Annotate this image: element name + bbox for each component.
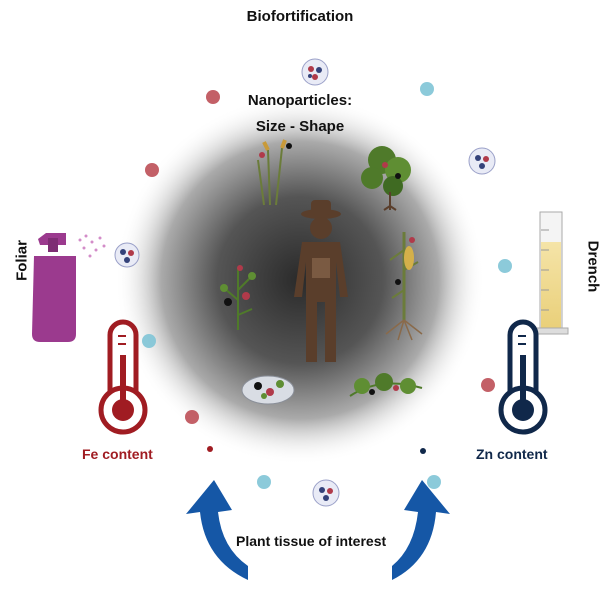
plant-tissue-label: Plant tissue of interest xyxy=(236,533,387,549)
fe-dot xyxy=(207,446,213,452)
curved-arrow-icon xyxy=(186,480,248,580)
plant-icon xyxy=(241,375,295,405)
nanoparticle-icon xyxy=(468,147,496,175)
center-label-line1: Nanoparticles: xyxy=(247,92,353,109)
farmer-icon xyxy=(294,200,348,362)
plant-icon xyxy=(257,139,292,206)
zn-particle xyxy=(498,259,512,273)
foliar-label: Foliar xyxy=(13,240,31,281)
fe-content-label: Fe content xyxy=(82,446,153,462)
plant-icon xyxy=(220,265,256,330)
drench-label: Drench xyxy=(584,240,600,293)
nanoparticles-ring xyxy=(114,58,512,507)
zn-particle xyxy=(142,334,156,348)
fe-particle xyxy=(206,90,220,104)
zn-particle xyxy=(420,82,434,96)
curved-arrow-icon xyxy=(392,480,450,580)
zn-dot xyxy=(420,448,426,454)
plant-icon xyxy=(349,373,423,397)
thermometer-icon xyxy=(98,319,148,435)
graduated-cylinder-icon xyxy=(533,211,569,335)
center-label-line2: Size - Shape xyxy=(255,118,345,135)
nanoparticle-icon xyxy=(114,242,140,268)
fe-particle xyxy=(481,378,495,392)
fe-particle xyxy=(145,163,159,177)
zn-particle xyxy=(257,475,271,489)
plant-icon xyxy=(361,146,411,211)
nanoparticle-icon xyxy=(301,58,329,86)
plant-icon xyxy=(385,232,423,341)
nanoparticle-icon xyxy=(312,479,340,507)
zn-particle xyxy=(427,475,441,489)
diagram-title: Biofortification xyxy=(246,8,354,25)
spray-bottle-icon xyxy=(32,233,106,342)
fe-particle xyxy=(185,410,199,424)
zn-content-label: Zn content xyxy=(476,446,548,462)
thermometer-icon xyxy=(498,319,548,435)
